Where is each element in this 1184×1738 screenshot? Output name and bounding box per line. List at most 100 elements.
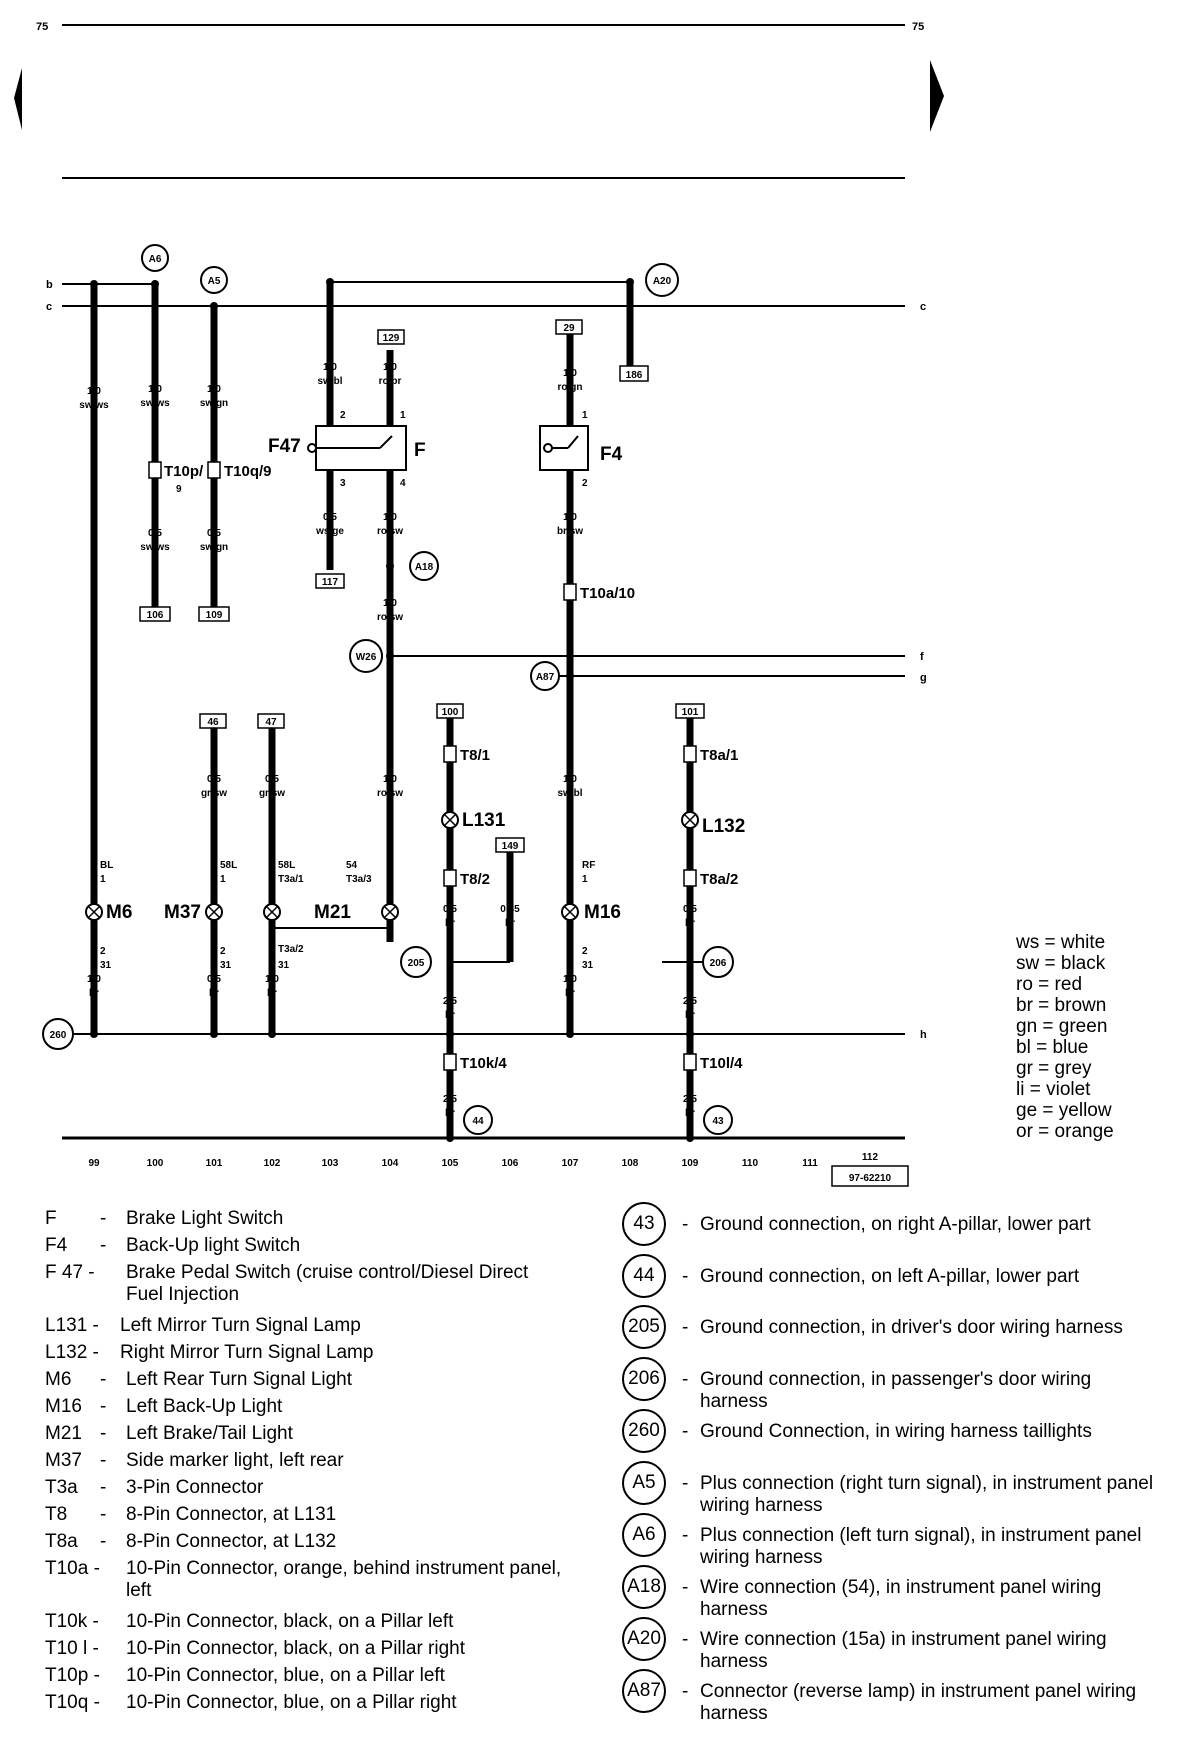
legend-desc: Right Mirror Turn Signal Lamp: [120, 1342, 374, 1363]
label-t8a-1: T8a/1: [700, 747, 738, 764]
ref-129: 129: [383, 333, 400, 344]
ref-43: 43: [712, 1116, 724, 1127]
label-f4: F4: [600, 444, 623, 465]
legend-code: T10a -: [45, 1558, 100, 1579]
box-ref-shapes: [139, 319, 909, 1187]
ref-206: 206: [710, 958, 727, 969]
pin-m16-gnd: 31: [582, 960, 594, 971]
svg-text:107: 107: [562, 1158, 579, 1169]
svg-text:102: 102: [264, 1158, 281, 1169]
color-code: br = brown: [1016, 995, 1107, 1016]
wire-color-102: gr/sw: [259, 788, 285, 799]
wire-color-107: ro/gn: [558, 382, 583, 393]
ref-a18: A18: [415, 562, 434, 573]
ground-ref-badge: A18: [622, 1565, 666, 1609]
color-code: ge = yellow: [1016, 1100, 1112, 1121]
wire-size-101: 1,0: [207, 384, 221, 395]
right-nav-arrow: [930, 60, 944, 132]
ground-ref-badge: A6: [622, 1513, 666, 1557]
label-t3a-2: T3a/2: [278, 944, 304, 955]
page-number-left: 75: [36, 21, 48, 33]
legend-code: T10k -: [45, 1611, 99, 1632]
legend-code: T10q -: [45, 1692, 100, 1713]
wire-size-99b: 1,0: [87, 974, 101, 985]
pin-m6-out: 2: [100, 946, 106, 957]
wire-color-103b: ws/ge: [315, 526, 344, 537]
legend-code: F 47 -: [45, 1262, 95, 1283]
svg-text:104: 104: [382, 1158, 399, 1169]
color-code: ro = red: [1016, 974, 1083, 995]
wire-size-107b: 1,0: [563, 512, 577, 523]
pin-m21-func: 58L: [278, 860, 295, 871]
wire-color-100b: sw/ws: [140, 542, 170, 553]
ref-44: 44: [472, 1116, 484, 1127]
legend-code: M37: [45, 1450, 82, 1471]
wire-color-109b: br: [685, 1010, 695, 1021]
connector-marks: [148, 461, 697, 1071]
legend-dash: -: [682, 1681, 689, 1702]
junction-dots: [90, 278, 694, 1142]
legend-desc: Left Mirror Turn Signal Lamp: [120, 1315, 361, 1336]
wire-color-104b: ro/sw: [377, 526, 403, 537]
pin-107-1: 1: [582, 410, 588, 421]
svg-text:112: 112: [862, 1152, 879, 1163]
ground-legend-desc: Plus connection (left turn signal), in i…: [700, 1525, 1142, 1568]
label-f: F: [414, 440, 426, 461]
pin-m21-num: T3a/1: [278, 874, 304, 885]
legend-desc: Left Back-Up Light: [126, 1396, 283, 1417]
legend-dash: -: [100, 1396, 107, 1417]
pin-m37-func: 58L: [220, 860, 237, 871]
wire-color-107d: br: [565, 988, 575, 999]
pin-m21-54: 54: [346, 860, 358, 871]
wire-size-107d: 1,0: [563, 974, 577, 985]
legend-dash: -: [100, 1208, 107, 1229]
color-code: bl = blue: [1016, 1037, 1089, 1058]
pin-m37-out: 2: [220, 946, 226, 957]
wire-color-101b: sw/gn: [200, 542, 228, 553]
wire-color-101d: br: [209, 988, 219, 999]
ground-legend-desc: Connector (reverse lamp) in instrument p…: [700, 1681, 1137, 1724]
ground-ref-badge: 260: [622, 1409, 666, 1453]
svg-text:110: 110: [742, 1158, 759, 1169]
wire-size-105b: 2,5: [443, 996, 457, 1007]
wire-size-100b: 0,5: [148, 528, 162, 539]
wiring-diagram: 75 75 b c c f g h: [14, 21, 944, 1187]
legend-code: L132 -: [45, 1342, 99, 1363]
svg-text:100: 100: [147, 1158, 164, 1169]
bus-label-c-left: c: [46, 301, 52, 313]
left-nav-arrow: [14, 68, 22, 130]
svg-text:108: 108: [622, 1158, 639, 1169]
legend-code: M6: [45, 1369, 72, 1390]
ref-101: 101: [682, 707, 699, 718]
pin-m6-gnd: 31: [100, 960, 112, 971]
wire-color-104c: ro/sw: [377, 612, 403, 623]
legend-dash: -: [100, 1450, 107, 1471]
legend-desc: 8-Pin Connector, at L131: [126, 1504, 337, 1525]
svg-text:109: 109: [682, 1158, 699, 1169]
pin-m16-out: 2: [582, 946, 588, 957]
legend-code: M21: [45, 1423, 82, 1444]
wire-color-104d: ro/sw: [377, 788, 403, 799]
ground-ref-badge: A87: [622, 1669, 666, 1713]
ref-117: 117: [322, 577, 339, 588]
legend-desc: Side marker light, left rear: [126, 1450, 344, 1471]
wire-size-101c: 0,5: [207, 774, 221, 785]
label-t10k: T10k/4: [460, 1055, 507, 1072]
legend-desc: Back-Up light Switch: [126, 1235, 301, 1256]
pin-m16-func: RF: [582, 860, 595, 871]
legend-desc: 3-Pin Connector: [126, 1477, 264, 1498]
label-m37: M37: [164, 902, 201, 923]
legend-desc: 10-Pin Connector, blue, on a Pillar left: [126, 1665, 445, 1686]
wire-size-100: 1,0: [148, 384, 162, 395]
wire-color-105b: br: [445, 1010, 455, 1021]
wire-size-109: 0,5: [683, 904, 697, 915]
wire-size-104b: 1,0: [383, 512, 397, 523]
svg-text:106: 106: [502, 1158, 519, 1169]
thin-wires: [271, 918, 718, 963]
wire-color-101c: gr/sw: [201, 788, 227, 799]
wire-color-99b: br: [89, 988, 99, 999]
legend-code: T8: [45, 1504, 68, 1525]
legend-dash: -: [682, 1266, 689, 1287]
legend-dash: -: [682, 1214, 689, 1235]
legend-dash: -: [682, 1525, 689, 1546]
